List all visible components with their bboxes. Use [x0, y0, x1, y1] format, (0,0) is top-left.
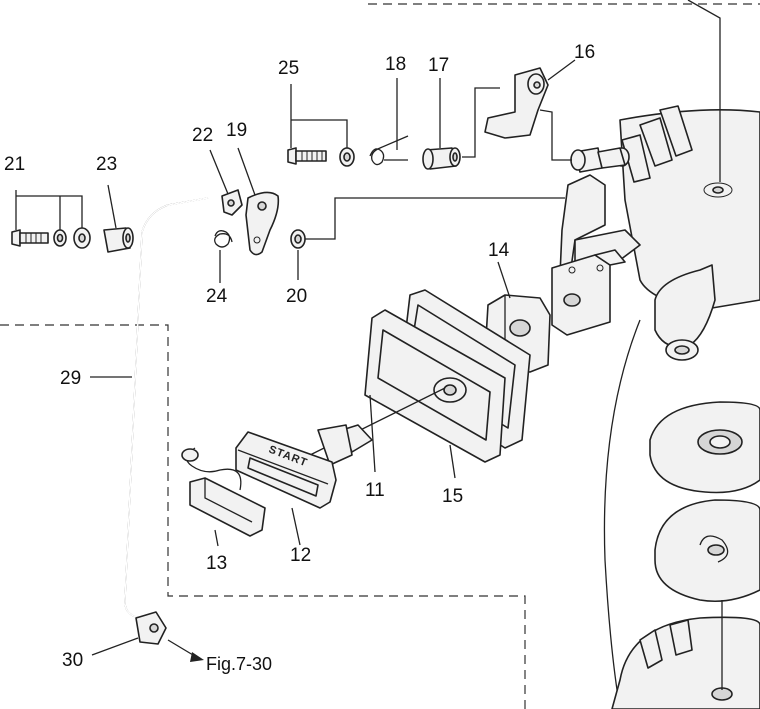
label-30: 30 — [62, 650, 83, 671]
cover-bracket — [551, 147, 641, 336]
part-21-washer-b-hole — [78, 233, 86, 243]
label-29: 29 — [60, 368, 81, 389]
part-13-insert — [181, 447, 266, 537]
part-20-washer — [290, 229, 306, 249]
leader-lines — [15, 0, 721, 662]
label-11: 11 — [365, 480, 385, 501]
label-17: 17 — [428, 55, 449, 76]
label-15: 15 — [442, 486, 463, 507]
label-25: 25 — [278, 58, 299, 79]
part-18-spring — [369, 135, 409, 166]
label-20: 20 — [286, 286, 307, 307]
part-23-collar — [103, 227, 134, 253]
part-16-lever — [484, 67, 549, 139]
label-22: 22 — [192, 125, 213, 146]
part-21-washer-a-hole — [56, 233, 64, 243]
part-19-plate — [245, 191, 280, 256]
label-19: 19 — [226, 120, 247, 141]
part-15-frame — [364, 309, 506, 463]
label-21: 21 — [4, 154, 25, 175]
recoil-reel-stack — [611, 401, 760, 709]
part-21-bolt — [11, 229, 49, 247]
part-25-bolt — [287, 147, 355, 167]
part-17-sleeve — [422, 147, 461, 170]
label-13: 13 — [206, 553, 227, 574]
part-22-clip — [221, 189, 243, 216]
label-16: 16 — [574, 42, 595, 63]
label-18: 18 — [385, 54, 406, 75]
label-14: 14 — [488, 240, 510, 261]
part-24-spring — [214, 230, 233, 248]
engine-cover — [603, 105, 760, 709]
part-labels: 21 23 22 19 24 20 25 18 17 16 14 11 15 1… — [4, 42, 595, 674]
dashed-boundaries — [0, 3, 760, 709]
part-29-rod — [124, 197, 209, 619]
figure-reference: Fig.7-30 — [206, 654, 272, 674]
label-12: 12 — [290, 545, 311, 566]
label-24: 24 — [206, 286, 228, 307]
part-30-clip — [135, 611, 167, 645]
label-23: 23 — [96, 154, 117, 175]
part-12-handle: START — [235, 424, 373, 509]
